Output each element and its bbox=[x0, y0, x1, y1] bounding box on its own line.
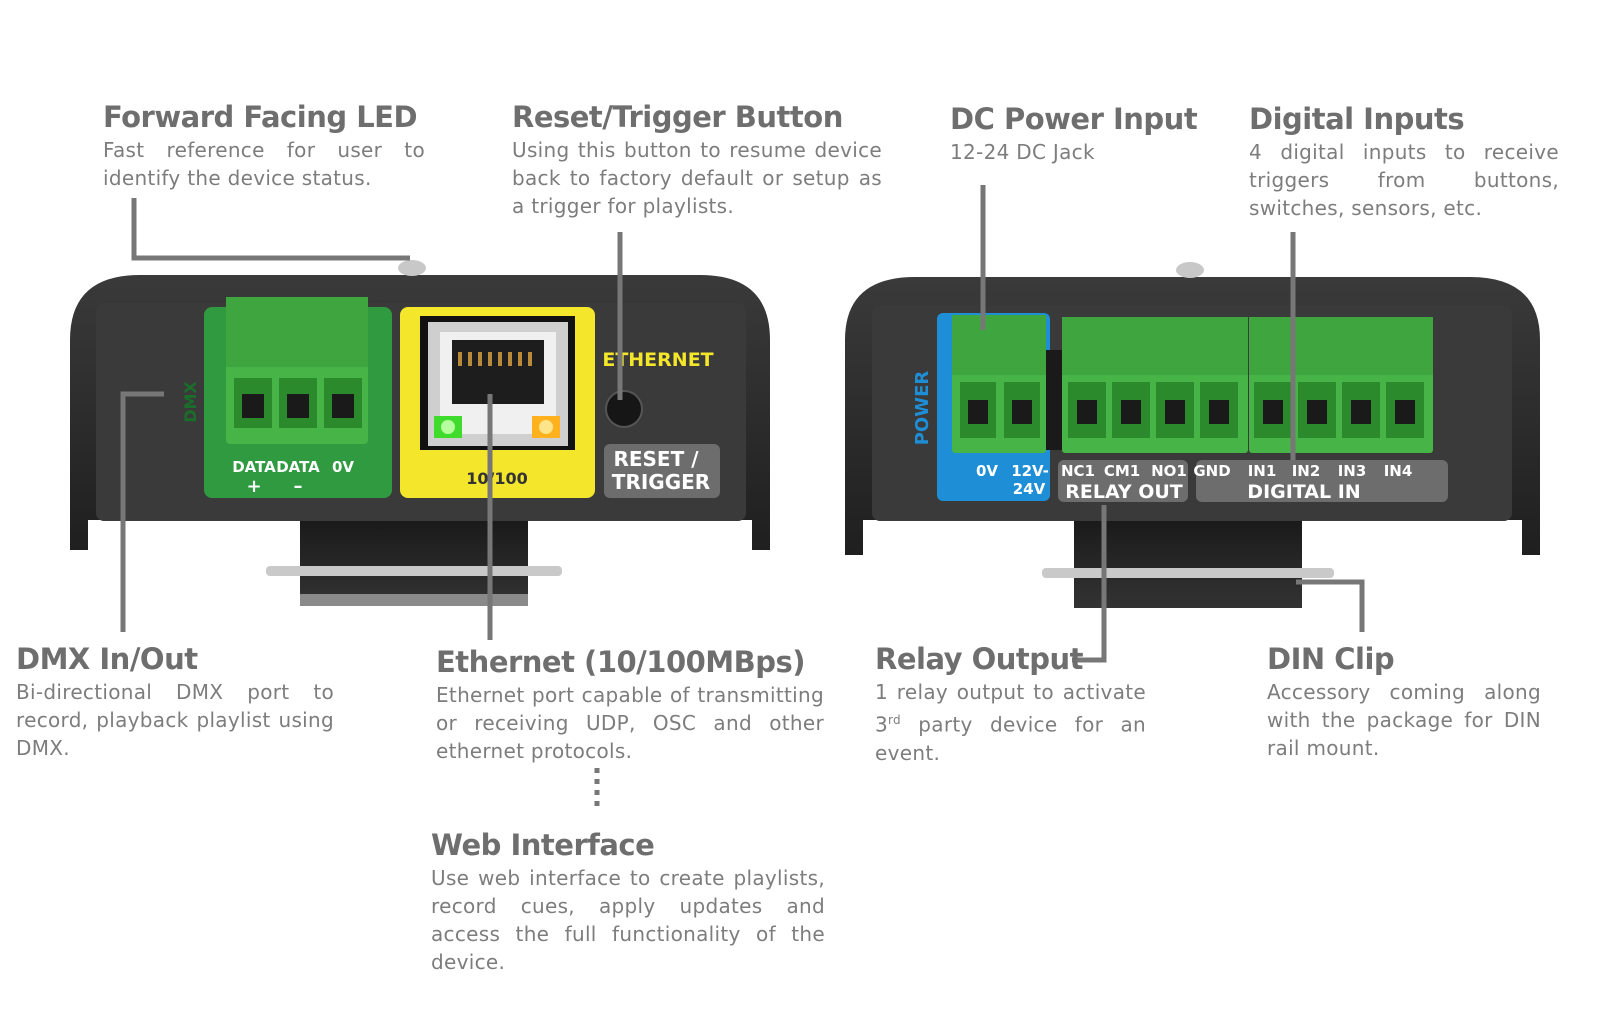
digital-pin-label: IN3 bbox=[1338, 462, 1367, 480]
callout-forward-led: Forward Facing LED Fast reference for us… bbox=[103, 100, 425, 192]
reset-label-box bbox=[604, 444, 720, 498]
leader-din-clip bbox=[1296, 579, 1365, 632]
leader-forward-led bbox=[131, 198, 410, 261]
callout-title: Ethernet (10/100MBps) bbox=[436, 645, 806, 679]
relay-pin-label: CM1 bbox=[1104, 462, 1140, 480]
leader-lines bbox=[120, 185, 1365, 812]
relay-pin-label: NO1 bbox=[1151, 462, 1187, 480]
callout-reset-button: Reset/Trigger Button Using this button t… bbox=[512, 100, 882, 220]
dmx-pin-sign: + bbox=[246, 476, 261, 497]
relay-pin-label: NC1 bbox=[1061, 462, 1095, 480]
port-speed-label: 10/100 bbox=[466, 469, 528, 488]
callout-description: Use web interface to create playlists, r… bbox=[431, 866, 825, 974]
power-pin-label: 12V- bbox=[1011, 462, 1049, 480]
callout-title: DMX In/Out bbox=[16, 642, 198, 676]
callout-description: Accessory coming along with the package … bbox=[1267, 680, 1541, 760]
ethernet-label: ETHERNET bbox=[602, 349, 713, 371]
dmx-pin-sign: – bbox=[294, 476, 303, 497]
reset-label: TRIGGER bbox=[612, 470, 710, 494]
callout-description: Bi-directional DMX port to record, playb… bbox=[16, 680, 334, 760]
callout-description: 4 digital inputs to receive triggers fro… bbox=[1249, 140, 1559, 220]
digital-label-box bbox=[1196, 460, 1448, 502]
digital-pin-label: IN2 bbox=[1292, 462, 1321, 480]
right-device: POWER bbox=[845, 262, 1540, 608]
forward-led bbox=[398, 260, 426, 276]
dmx-pin-label: 0V bbox=[332, 458, 354, 476]
digital-terminal-block bbox=[1249, 317, 1433, 453]
callout-title: DC Power Input bbox=[950, 102, 1198, 136]
relay-label-box bbox=[1058, 460, 1188, 502]
callout-dc-power: DC Power Input 12-24 DC Jack bbox=[950, 102, 1210, 166]
callout-title: Reset/Trigger Button bbox=[512, 100, 843, 134]
dmx-side-label: DMX bbox=[181, 381, 200, 423]
digital-pin-label: GND bbox=[1193, 462, 1230, 480]
callout-title: Digital Inputs bbox=[1249, 102, 1465, 136]
leader-relay bbox=[1072, 505, 1107, 663]
relay-terminal-block bbox=[1062, 317, 1248, 453]
digital-label: DIGITAL IN bbox=[1247, 481, 1360, 503]
callout-description: 1 relay output to activate 3rd party dev… bbox=[875, 680, 1146, 765]
relay-label: RELAY OUT bbox=[1065, 481, 1183, 503]
callout-description: Fast reference for user to identify the … bbox=[103, 138, 425, 190]
reset-trigger-button[interactable] bbox=[605, 390, 643, 428]
digital-pin-label: IN1 bbox=[1248, 462, 1277, 480]
callout-description: Using this button to resume device back … bbox=[512, 138, 882, 218]
right-din-clip bbox=[1074, 520, 1302, 608]
power-terminal-block bbox=[952, 315, 1046, 453]
power-side-label: POWER bbox=[912, 371, 933, 446]
callout-digital-inputs: Digital Inputs 4 digital inputs to recei… bbox=[1249, 102, 1559, 222]
callout-title: Forward Facing LED bbox=[103, 100, 418, 134]
left-device: DMX DATA DATA 0V + – bbox=[70, 260, 770, 606]
callout-description: Ethernet port capable of transmitting or… bbox=[436, 683, 824, 763]
dmx-pin-label: DATA bbox=[232, 458, 276, 476]
left-din-clip bbox=[300, 520, 528, 606]
reset-label: RESET / bbox=[613, 447, 699, 471]
power-pin-label: 0V bbox=[976, 462, 998, 480]
callout-title: Relay Output bbox=[875, 642, 1084, 676]
callout-relay: Relay Output 1 relay output to activate … bbox=[875, 642, 1146, 767]
leader-dmx bbox=[120, 391, 164, 632]
callout-din-clip: DIN Clip Accessory coming along with the… bbox=[1267, 642, 1541, 762]
callout-title: DIN Clip bbox=[1267, 642, 1395, 676]
callout-web-interface: Web Interface Use web interface to creat… bbox=[431, 828, 825, 976]
dmx-pin-label: DATA bbox=[276, 458, 320, 476]
dmx-terminal-block bbox=[226, 297, 368, 444]
power-pin-sub: 24V bbox=[1013, 480, 1046, 498]
callout-description: 12-24 DC Jack bbox=[950, 140, 1095, 164]
callout-dmx: DMX In/Out Bi-directional DMX port to re… bbox=[16, 642, 334, 762]
digital-pin-label: IN4 bbox=[1384, 462, 1413, 480]
callout-ethernet: Ethernet (10/100MBps) Ethernet port capa… bbox=[436, 645, 824, 765]
callout-title: Web Interface bbox=[431, 828, 655, 862]
